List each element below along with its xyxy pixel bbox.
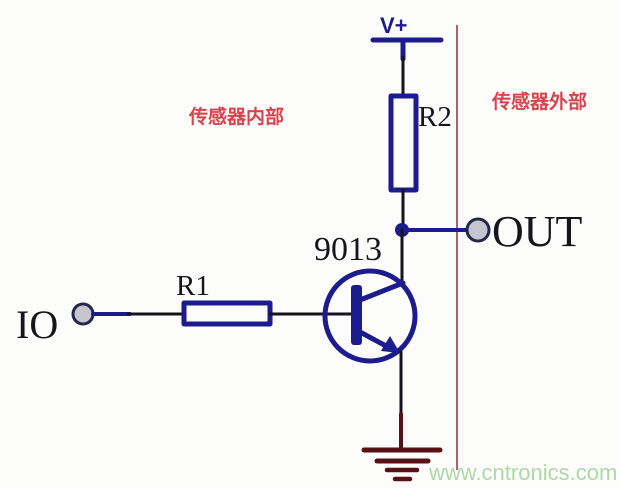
out-label: OUT bbox=[492, 207, 583, 256]
watermark-text: www.cntronics.com bbox=[428, 460, 617, 485]
ground-symbol bbox=[361, 412, 443, 482]
resistor-r1-body bbox=[181, 300, 273, 327]
io-label: IO bbox=[16, 302, 58, 347]
resistor-r2: R2 bbox=[388, 93, 452, 193]
out-terminal bbox=[465, 217, 491, 243]
transistor-collector-lead bbox=[357, 280, 406, 303]
region-label-outside: 传感器外部 bbox=[491, 90, 587, 113]
power-label: V+ bbox=[380, 13, 408, 38]
emitter-arrow-icon bbox=[381, 336, 400, 353]
input-branch: IO bbox=[16, 302, 186, 347]
resistor-r1-label: R1 bbox=[176, 270, 210, 302]
transistor-base-bar bbox=[351, 285, 362, 345]
transistor-emitter-lead bbox=[357, 329, 391, 350]
power-rail: V+ bbox=[370, 13, 444, 62]
region-label-inside: 传感器内部 bbox=[188, 105, 284, 128]
transistor-label: 9013 bbox=[314, 231, 382, 268]
resistor-r2-label: R2 bbox=[418, 101, 452, 133]
output-branch: OUT bbox=[395, 207, 583, 256]
resistor-r2-body bbox=[388, 93, 419, 193]
io-terminal bbox=[71, 302, 95, 326]
transistor-body-circle bbox=[322, 268, 418, 364]
transistor-9013: 9013 bbox=[314, 231, 418, 364]
resistor-r1: R1 bbox=[176, 270, 273, 327]
